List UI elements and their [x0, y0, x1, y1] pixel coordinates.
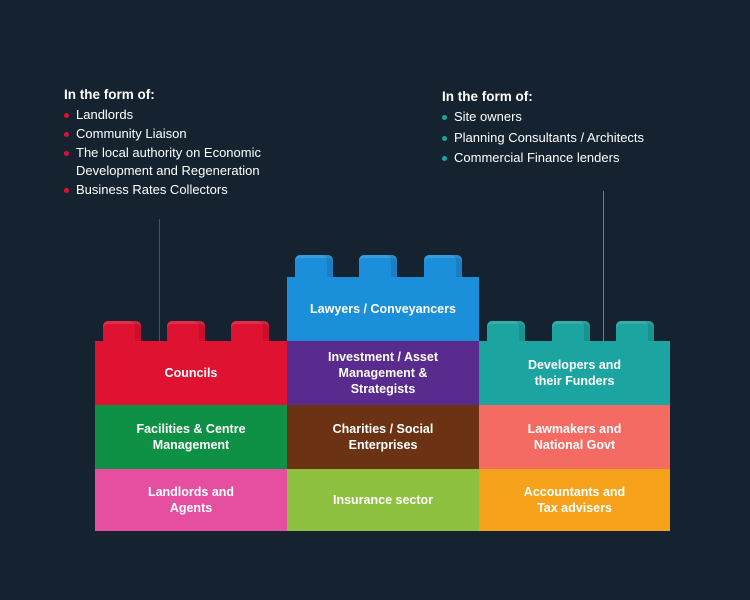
- legend-item: Planning Consultants / Architects: [442, 129, 702, 147]
- block-label: Councils: [164, 366, 218, 380]
- block-label: Facilities & Centre Management: [136, 422, 246, 452]
- block-label: Investment / Asset Management & Strategi…: [328, 350, 438, 396]
- block-developers: Developers and their Funders: [479, 341, 670, 405]
- block-landlords: Landlords and Agents: [95, 469, 287, 531]
- block-label: Lawmakers and National Govt: [527, 422, 622, 452]
- legend-councils: In the form of: Landlords Community Liai…: [64, 87, 324, 200]
- legend-title: In the form of:: [64, 87, 155, 102]
- legend-list: Site owners Planning Consultants / Archi…: [442, 108, 702, 167]
- block-councils: Councils: [95, 341, 287, 405]
- legend-item: Community Liaison: [64, 125, 324, 143]
- legend-item: Site owners: [442, 108, 702, 126]
- block-stud: [487, 321, 525, 343]
- block-stud: [295, 255, 333, 277]
- block-label: Insurance sector: [332, 493, 434, 507]
- legend-item: Commercial Finance lenders: [442, 149, 702, 167]
- block-charities: Charities / Social Enterprises: [287, 405, 479, 469]
- legend-item: Landlords: [64, 106, 324, 124]
- legend-item: The local authority on Economic Developm…: [64, 144, 324, 179]
- block-insurance: Insurance sector: [287, 469, 479, 531]
- block-label: Accountants and Tax advisers: [523, 485, 626, 515]
- block-label: Developers and their Funders: [527, 358, 622, 388]
- legend-list: Landlords Community Liaison The local au…: [64, 106, 324, 198]
- block-stud: [616, 321, 654, 343]
- block-label: Landlords and Agents: [147, 485, 235, 515]
- legend-developers: In the form of: Site owners Planning Con…: [442, 89, 702, 170]
- block-accountants: Accountants and Tax advisers: [479, 469, 670, 531]
- block-lawmakers: Lawmakers and National Govt: [479, 405, 670, 469]
- block-lawyers: Lawyers / Conveyancers: [287, 277, 479, 341]
- connector-line-developers: [603, 191, 604, 343]
- block-label: Charities / Social Enterprises: [332, 422, 434, 452]
- block-stud: [424, 255, 462, 277]
- block-stud: [231, 321, 269, 343]
- block-facilities: Facilities & Centre Management: [95, 405, 287, 469]
- legend-title: In the form of:: [442, 89, 533, 104]
- block-investment: Investment / Asset Management & Strategi…: [287, 341, 479, 405]
- block-stud: [359, 255, 397, 277]
- connector-line-councils: [159, 219, 160, 343]
- block-stud: [167, 321, 205, 343]
- legend-item: Business Rates Collectors: [64, 181, 324, 199]
- block-stud: [552, 321, 590, 343]
- block-stud: [103, 321, 141, 343]
- block-label: Lawyers / Conveyancers: [310, 302, 456, 316]
